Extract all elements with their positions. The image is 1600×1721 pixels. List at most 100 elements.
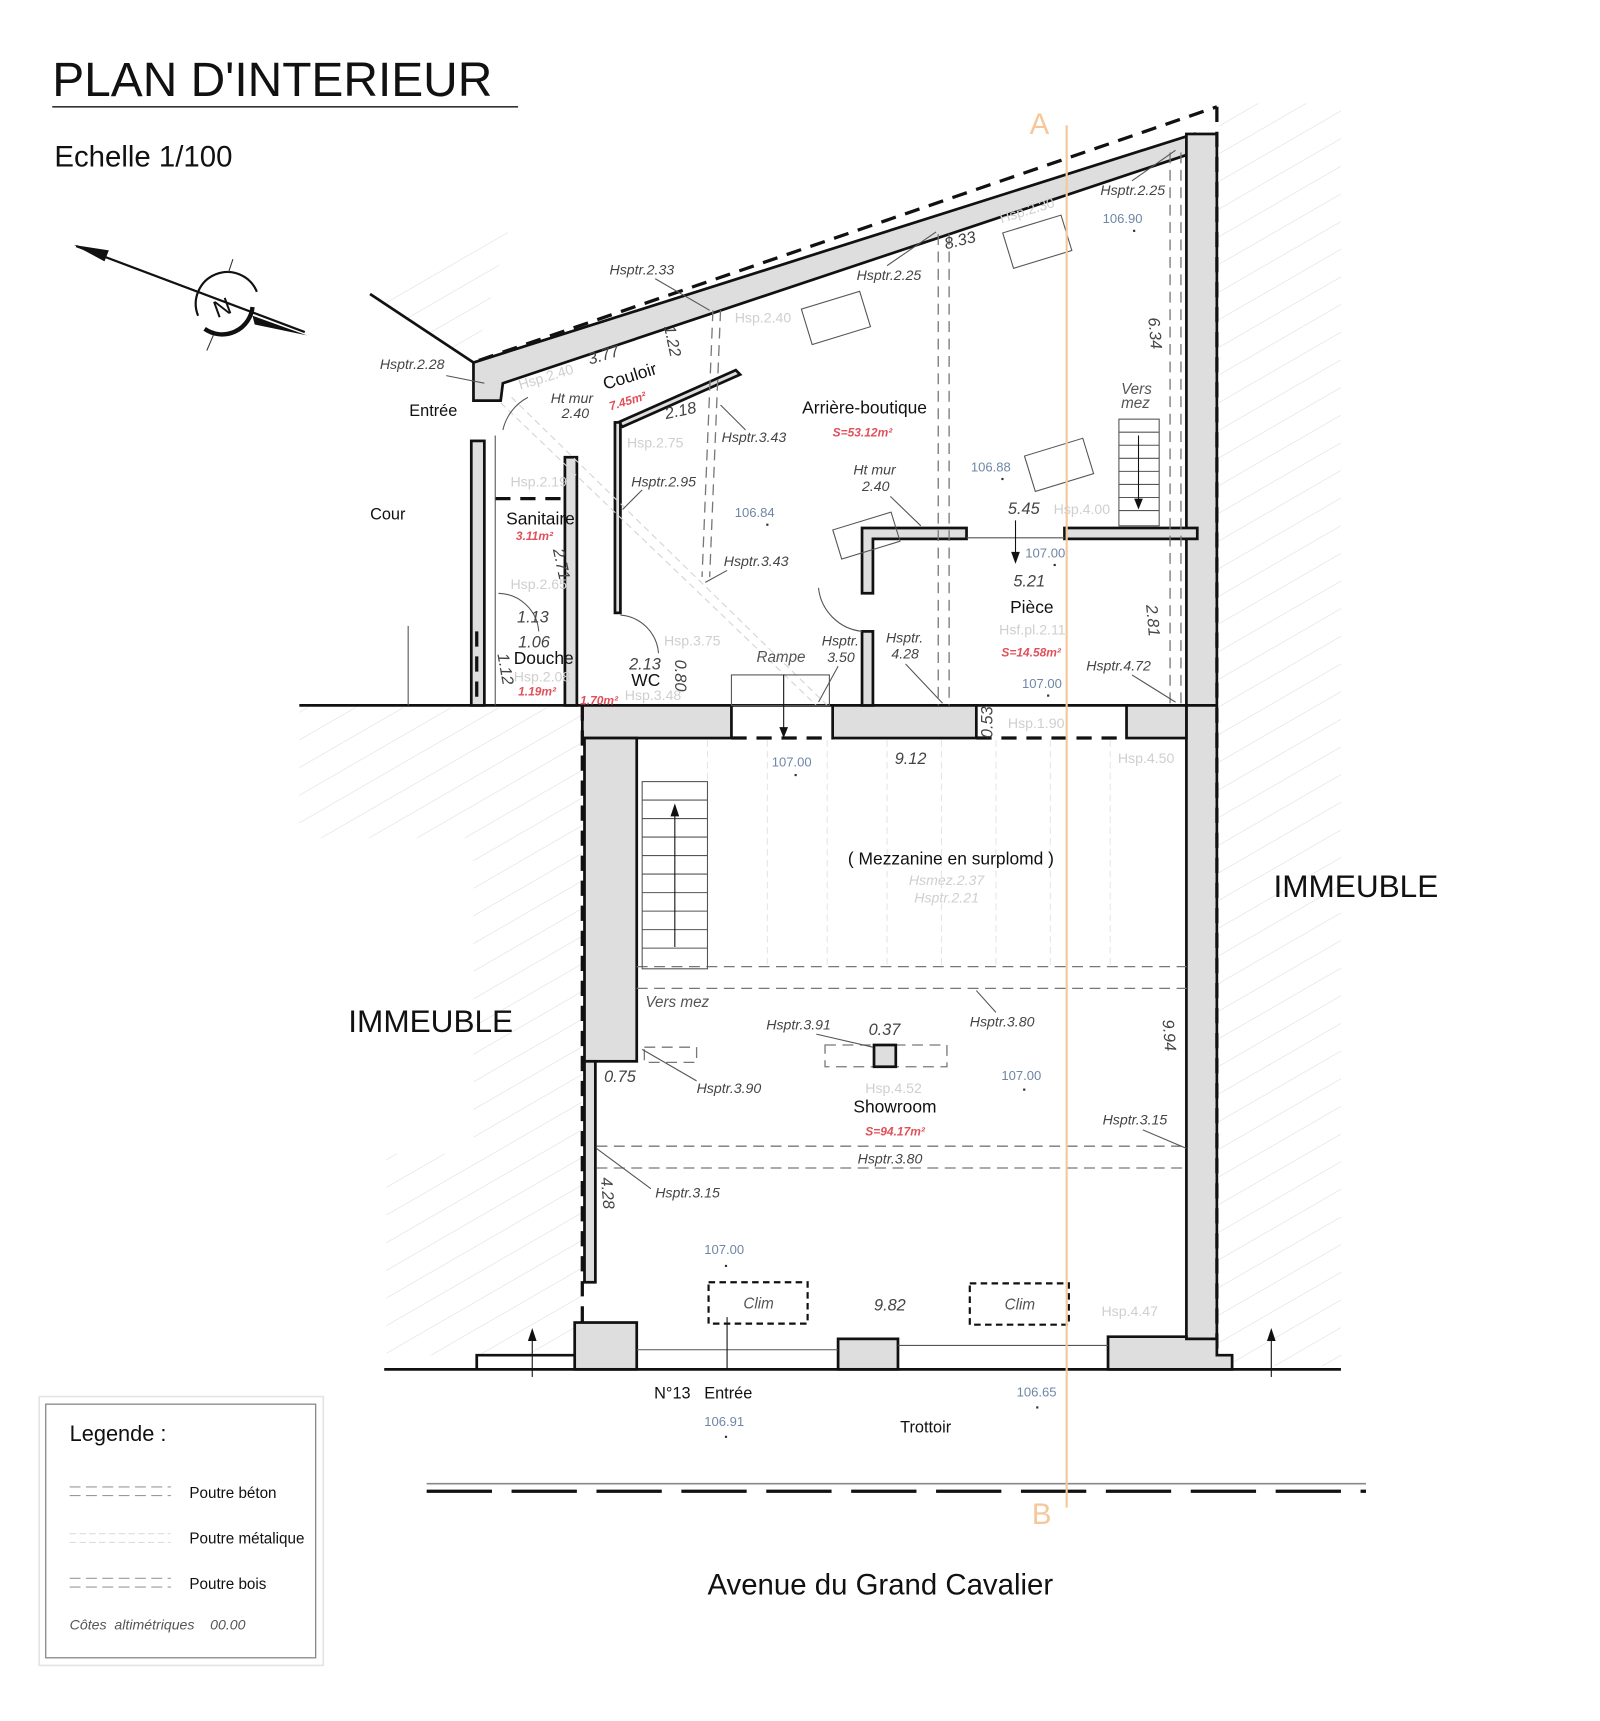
ceiling-height: Hsp.1.90: [1008, 715, 1065, 731]
dimension: 0.53: [979, 706, 997, 738]
wall-height: Ht mur: [853, 462, 897, 478]
walls: [299, 105, 1341, 1371]
legend-note: Côtes altimétriques 00.00: [70, 1616, 246, 1632]
legend-item-poutre-beton: Poutre béton: [189, 1485, 276, 1502]
ceiling-height: Hsf.pl.2.11: [999, 622, 1066, 638]
hatched-neighbour-areas: [299, 103, 1341, 1367]
fixtures: [498, 214, 1276, 1377]
label-vers-mez-bottom: Vers mez: [645, 994, 709, 1011]
dimension: 2.13: [628, 655, 661, 673]
site-labels: Entrée Cour IMMEUBLE IMMEUBLE Vers mez V…: [348, 381, 1438, 1602]
dimension: 1.12: [493, 652, 516, 686]
dimension: 0.37: [869, 1021, 902, 1039]
beam-height: Hsptr.3.80: [970, 1013, 1035, 1029]
dimension: 1.13: [517, 609, 549, 627]
legend-item-poutre-bois: Poutre bois: [189, 1576, 266, 1593]
ceiling-height: Hsp.2.65: [510, 576, 567, 592]
dimension: 5.45: [1008, 500, 1041, 518]
ceiling-height: Hsp.3.75: [664, 633, 721, 649]
beam-height: Hsptr.4.72: [1086, 658, 1151, 674]
ceiling-height: Hsp.2.19: [510, 474, 567, 490]
label-rampe: Rampe: [756, 649, 805, 666]
altitude: 107.00: [1022, 676, 1062, 691]
label-vers-mez-top: Vers: [1121, 381, 1152, 398]
altitude: 107.00: [1025, 545, 1065, 560]
ceiling-height: Hsptr.2.21: [914, 889, 979, 905]
beam-height: 3.50: [827, 649, 855, 665]
wall-height: 2.40: [561, 405, 590, 421]
dimension: 0.75: [604, 1068, 637, 1086]
ceiling-height: Hsp.4.00: [1054, 501, 1111, 517]
beam-height: Hsptr.2.95: [631, 474, 696, 490]
label-avenue: Avenue du Grand Cavalier: [707, 1569, 1053, 1602]
beam-height: Hsptr.: [886, 629, 923, 645]
dimension: 6.34: [1144, 317, 1165, 350]
ceiling-height: Hsmez.2.37: [909, 872, 986, 888]
altitude: 106.90: [1103, 211, 1143, 226]
ceiling-height: Hsp.4.50: [1118, 750, 1175, 766]
room-wc: WC: [631, 670, 660, 690]
ceiling-height: Hsp.3.48: [625, 687, 682, 703]
beam-height: Hsptr.: [822, 633, 859, 649]
beam-height: Hsptr.2.25: [857, 267, 922, 283]
stairs-icon: [1118, 418, 1160, 527]
dimension: 2.81: [1142, 603, 1163, 637]
altitude: 107.00: [704, 1242, 744, 1257]
beam-height: Hsptr.2.28: [380, 356, 445, 372]
label-immeuble-right: IMMEUBLE: [1273, 868, 1438, 904]
room-mezzanine: ( Mezzanine en surplomd ): [848, 848, 1054, 868]
altitude: 107.00: [1001, 1068, 1041, 1083]
legend: Legende : Poutre béton Poutre métalique …: [38, 1395, 325, 1667]
label-street-number: N°13: [654, 1385, 690, 1403]
legend-item-poutre-metalique: Poutre métalique: [189, 1530, 304, 1547]
room-sanitaire: Sanitaire: [506, 509, 575, 529]
dimension: 1.06: [518, 634, 551, 652]
beam-height: Hsptr.3.90: [697, 1080, 762, 1096]
section-marker-a: A: [1030, 108, 1050, 141]
north-label: N: [210, 293, 235, 324]
beam-height: 4.28: [891, 646, 919, 662]
beam-height: Hsptr.3.91: [766, 1017, 831, 1033]
dimension: 0.80: [671, 660, 689, 692]
ceiling-height: Hsp.2.08: [514, 668, 571, 684]
wall-height: Ht mur: [551, 390, 595, 406]
beam-height: Hsptr.3.15: [1103, 1111, 1168, 1127]
beam-height: Hsptr.3.80: [858, 1151, 923, 1167]
altitude: 107.00: [772, 754, 812, 769]
dimension: 4.28: [597, 1177, 618, 1210]
label-entree-cour: Entrée: [409, 402, 457, 420]
stairs-icon: [641, 781, 709, 970]
altitude: 106.91: [704, 1414, 744, 1429]
beam-height: Hsptr.2.25: [1100, 182, 1165, 198]
label-vers-mez-top-2: mez: [1121, 395, 1150, 412]
area-showroom: S=94.17m²: [865, 1124, 926, 1138]
ceiling-height: Hsp.2.75: [627, 434, 684, 450]
area-arriere-boutique: S=53.12m²: [833, 426, 894, 440]
ceiling-height: Hsp.2.40: [735, 309, 792, 325]
label-entree-rue: Entrée: [704, 1385, 752, 1403]
beam-height: Hsptr.2.33: [610, 261, 675, 277]
label-immeuble-left: IMMEUBLE: [348, 1003, 513, 1039]
altitude: 106.65: [1017, 1385, 1057, 1400]
altitude-marks: 106.84 106.88 106.90 107.00 107.00 107.0…: [704, 211, 1142, 1438]
dimension: 5.21: [1013, 573, 1045, 591]
beam-height: Hsptr.3.43: [722, 429, 787, 445]
altitude: 106.84: [735, 505, 775, 520]
room-piece: Pièce: [1010, 597, 1054, 617]
section-marker-b: B: [1032, 1498, 1052, 1531]
area-sanitaire: 3.11m²: [516, 529, 554, 543]
label-clim: Clim: [743, 1295, 773, 1312]
label-clim: Clim: [1005, 1296, 1035, 1313]
beam-height: Hsptr.3.15: [655, 1184, 720, 1200]
page-title: PLAN D'INTERIEUR: [52, 54, 492, 107]
room-arriere-boutique: Arrière-boutique: [802, 398, 927, 418]
north-arrow-icon: N: [74, 244, 307, 351]
dimension: 9.94: [1158, 1019, 1179, 1052]
scale-label: Echelle 1/100: [54, 141, 232, 174]
dimension: 1.22: [660, 324, 684, 359]
ceiling-height: Hsp.4.52: [865, 1080, 922, 1096]
legend-title: Legende :: [70, 1421, 167, 1446]
area-piece: S=14.58m²: [1001, 645, 1062, 659]
room-couloir: Couloir: [600, 358, 659, 393]
